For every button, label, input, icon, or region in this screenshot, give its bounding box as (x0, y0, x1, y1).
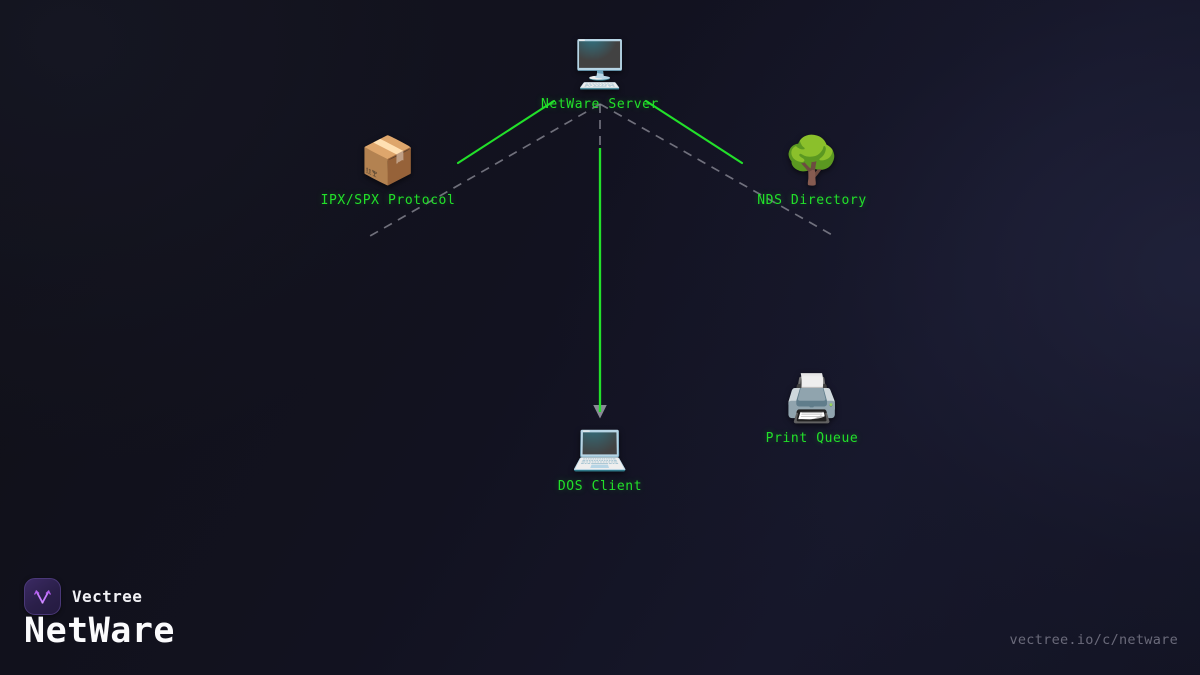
edge-server-to-ipx (369, 103, 601, 237)
network-graph-svg (369, 99, 835, 419)
node-print-queue[interactable]: 🖨️ Print Queue (707, 372, 917, 446)
pulse-server-to-nds (644, 99, 744, 165)
page-title: NetWare (24, 611, 176, 651)
printer-icon: 🖨️ (783, 371, 841, 425)
desktop-computer-icon: 🖥️ (571, 37, 629, 91)
footer: Vectree NetWare vectree.io/c/netware (0, 560, 1200, 675)
node-label-ipx-spx-protocol: IPX/SPX Protocol (320, 193, 456, 208)
vectree-logo-icon (24, 578, 61, 615)
node-label-nds-directory: NDS Directory (757, 193, 867, 208)
package-box-icon: 📦 (359, 133, 417, 187)
node-label-dos-client: DOS Client (557, 479, 643, 494)
node-label-netware-server: NetWare Server (541, 97, 659, 112)
brand-name: Vectree (72, 587, 143, 606)
node-nds-directory[interactable]: 🌳 NDS Directory (707, 134, 917, 208)
brand-row[interactable]: Vectree (24, 578, 142, 615)
laptop-icon: 💻 (571, 419, 629, 473)
edge-server-to-nds (599, 103, 835, 237)
node-label-print-queue: Print Queue (765, 431, 859, 446)
site-url: vectree.io/c/netware (1009, 632, 1178, 648)
tree-icon: 🌳 (783, 133, 841, 187)
node-ipx-spx-protocol[interactable]: 📦 IPX/SPX Protocol (283, 134, 493, 208)
pulse-server-to-ipx (456, 99, 556, 165)
node-dos-client[interactable]: 💻 DOS Client (495, 420, 705, 494)
node-netware-server[interactable]: 🖥️ NetWare Server (495, 38, 705, 112)
